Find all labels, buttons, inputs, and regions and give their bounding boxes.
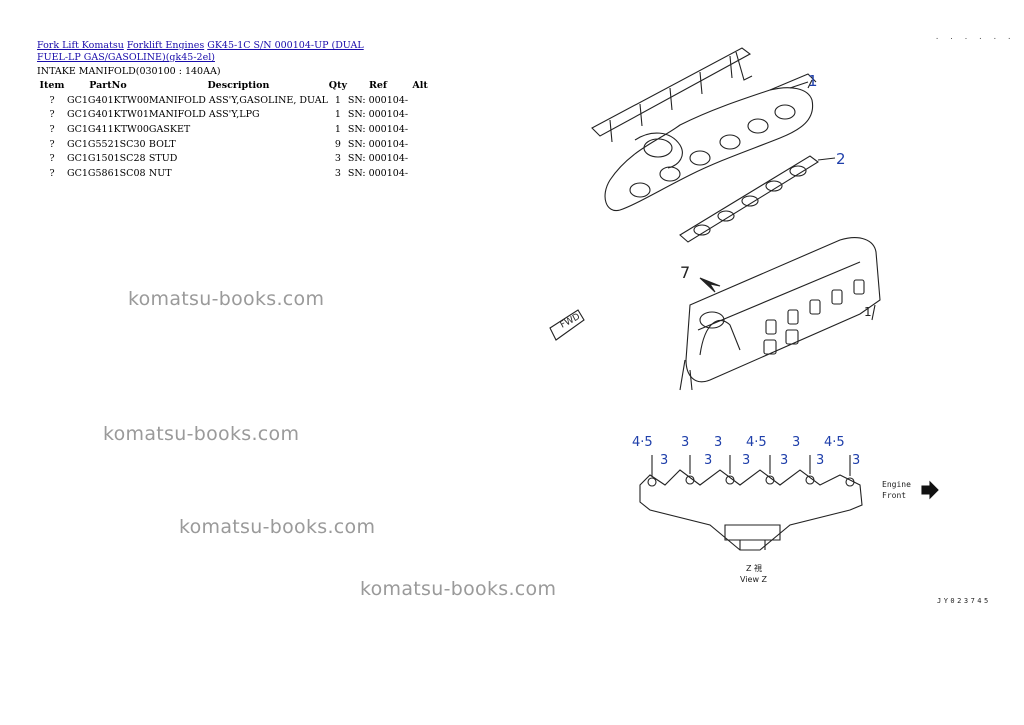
cell-item: ? — [49, 94, 55, 106]
table-row: ? GC1G411KTW00 GASKET 1 SN: 000104- — [37, 122, 432, 137]
breadcrumb-link-engines[interactable]: Forklift Engines — [126, 40, 205, 51]
cell-ref: SN: 000104- — [347, 138, 409, 150]
cell-partno: GC1G5521SC30 — [67, 138, 146, 150]
header-partno: PartNo — [89, 80, 127, 91]
cell-item: ? — [49, 138, 55, 150]
bolt-callout: 3 — [660, 453, 668, 468]
table-header-row: Item PartNo Description Qty Ref Alt — [37, 78, 432, 93]
cell-ref: SN: 000104- — [347, 123, 409, 135]
intake-manifold-upper — [604, 73, 817, 212]
watermark: komatsu-books.com — [128, 288, 325, 310]
fuel-rail — [591, 47, 753, 143]
view-z-label-2: View Z — [740, 575, 768, 584]
breadcrumb-link-forklift[interactable]: Fork Lift Komatsu — [37, 40, 124, 51]
cell-partno: GC1G401KTW01 — [67, 109, 149, 121]
header-description: Description — [207, 80, 270, 91]
bolt-callout: 3 — [780, 453, 788, 468]
cell-alt — [408, 122, 432, 137]
bolt-callout: 3 — [792, 435, 800, 450]
callout-label-7: 7 — [680, 263, 690, 282]
figure-code: JY023745 — [937, 597, 991, 605]
cell-description: BOLT — [148, 138, 176, 150]
cell-item: ? — [49, 167, 55, 179]
bolt-callout: 4·5 — [824, 435, 845, 450]
cell-item: ? — [49, 153, 55, 165]
table-row: ? GC1G5521SC30 BOLT 9 SN: 000104- — [37, 137, 432, 152]
cell-description: STUD — [148, 153, 178, 165]
bolt-callout: 4·5 — [632, 435, 653, 450]
manifold-gasket — [679, 155, 836, 243]
cell-qty: 1 — [334, 109, 341, 121]
cell-qty: 3 — [334, 153, 341, 165]
cell-qty: 1 — [334, 123, 341, 135]
bolt-callout: 4·5 — [746, 435, 767, 450]
cell-partno: GC1G5861SC08 — [67, 167, 146, 179]
bolt-callout: 3 — [714, 435, 722, 450]
cell-alt — [408, 108, 432, 123]
bolt-callout: 3 — [852, 453, 860, 468]
cell-alt — [408, 93, 432, 108]
watermark: komatsu-books.com — [103, 423, 300, 445]
cell-qty: 9 — [334, 138, 341, 150]
engine-front-arrow-icon — [921, 480, 939, 500]
bolt-callout: 3 — [742, 453, 750, 468]
cell-alt — [408, 137, 432, 152]
cell-description: MANIFOLD ASS'Y,GASOLINE, DUAL — [148, 94, 328, 106]
cell-partno: GC1G411KTW00 — [67, 123, 149, 135]
parts-table: Item PartNo Description Qty Ref Alt ? GC… — [37, 78, 432, 181]
fwd-label: FWD — [559, 312, 582, 331]
cell-description: GASKET — [148, 123, 191, 135]
table-row: ? GC1G5861SC08 NUT 3 SN: 000104- — [37, 166, 432, 181]
cell-ref: SN: 000104- — [347, 109, 409, 121]
cylinder-head — [679, 237, 881, 391]
cell-alt — [408, 151, 432, 166]
cell-partno: GC1G1501SC28 — [67, 153, 146, 165]
bolt-callouts-top: 4·5 3 3 4·5 3 4·5 — [632, 435, 845, 450]
callout-1-leader — [789, 81, 809, 89]
callout-label-1b: 1 — [864, 305, 872, 319]
view-z-manifold — [639, 455, 863, 551]
header-item: Item — [39, 80, 65, 91]
breadcrumb: Fork Lift Komatsu Forklift Engines GK45-… — [37, 40, 387, 64]
cell-partno: GC1G401KTW00 — [67, 94, 149, 106]
cell-alt — [408, 166, 432, 181]
forward-direction-arrow — [549, 309, 585, 341]
header-alt: Alt — [412, 80, 428, 91]
cell-item: ? — [49, 109, 55, 121]
bolt-callout: 3 — [816, 453, 824, 468]
section-title: INTAKE MANIFOLD(030100 : 140AA) — [37, 66, 221, 77]
bolt-callout: 3 — [681, 435, 689, 450]
cell-description: MANIFOLD ASS'Y,LPG — [148, 109, 260, 121]
bolt-callout: 3 — [704, 453, 712, 468]
cell-ref: SN: 000104- — [347, 153, 409, 165]
header-qty: Qty — [328, 80, 347, 91]
callout-label-1: 1 — [808, 72, 818, 90]
cell-ref: SN: 000104- — [347, 94, 409, 106]
view-z-label-1: Z 視 — [746, 564, 762, 573]
cell-description: NUT — [148, 167, 172, 179]
figure-top-marks: . . . . . . — [935, 33, 1015, 41]
cell-item: ? — [49, 123, 55, 135]
parts-diagram: 1 2 7 1 — [540, 30, 1010, 620]
breadcrumb-link-model[interactable]: GK45-1C S/N 000104-UP (DUAL FUEL-LP GAS/… — [37, 40, 364, 63]
watermark: komatsu-books.com — [360, 578, 557, 600]
cell-qty: 3 — [334, 167, 341, 179]
bolt-callouts-bottom: 3 3 3 3 3 3 — [660, 453, 860, 468]
engine-front-label-1: Engine — [882, 480, 911, 489]
table-row: ? GC1G1501SC28 STUD 3 SN: 000104- — [37, 151, 432, 166]
callout-label-2: 2 — [836, 150, 846, 168]
table-row: ? GC1G401KTW01 MANIFOLD ASS'Y,LPG 1 SN: … — [37, 108, 432, 123]
table-row: ? GC1G401KTW00 MANIFOLD ASS'Y,GASOLINE, … — [37, 93, 432, 108]
cell-qty: 1 — [334, 94, 341, 106]
cell-ref: SN: 000104- — [347, 167, 409, 179]
exploded-view-drawing: 1 2 7 1 — [549, 47, 939, 584]
watermark: komatsu-books.com — [179, 516, 376, 538]
header-ref: Ref — [368, 80, 387, 91]
engine-front-label-2: Front — [882, 491, 906, 500]
